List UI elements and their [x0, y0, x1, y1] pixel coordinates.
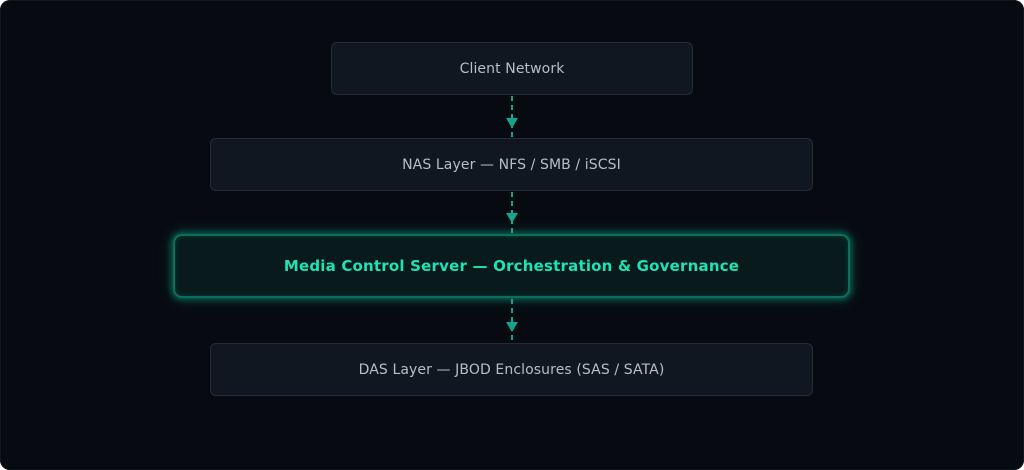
- edge-mcs-to-das: [506, 299, 518, 342]
- arrow-down-icon: [506, 322, 518, 332]
- node-label: DAS Layer — JBOD Enclosures (SAS / SATA): [358, 361, 665, 378]
- node-client-network: Client Network: [331, 42, 693, 95]
- node-label: Media Control Server — Orchestration & G…: [283, 257, 740, 275]
- node-das-layer: DAS Layer — JBOD Enclosures (SAS / SATA): [210, 343, 813, 396]
- arrow-down-icon: [506, 213, 518, 223]
- arrow-down-icon: [506, 118, 518, 128]
- node-label: Client Network: [459, 60, 565, 77]
- edge-client-to-nas: [506, 96, 518, 137]
- node-media-control-server: Media Control Server — Orchestration & G…: [173, 234, 850, 298]
- node-nas-layer: NAS Layer — NFS / SMB / iSCSI: [210, 138, 813, 191]
- edge-nas-to-mcs: [506, 192, 518, 233]
- node-label: NAS Layer — NFS / SMB / iSCSI: [402, 156, 621, 173]
